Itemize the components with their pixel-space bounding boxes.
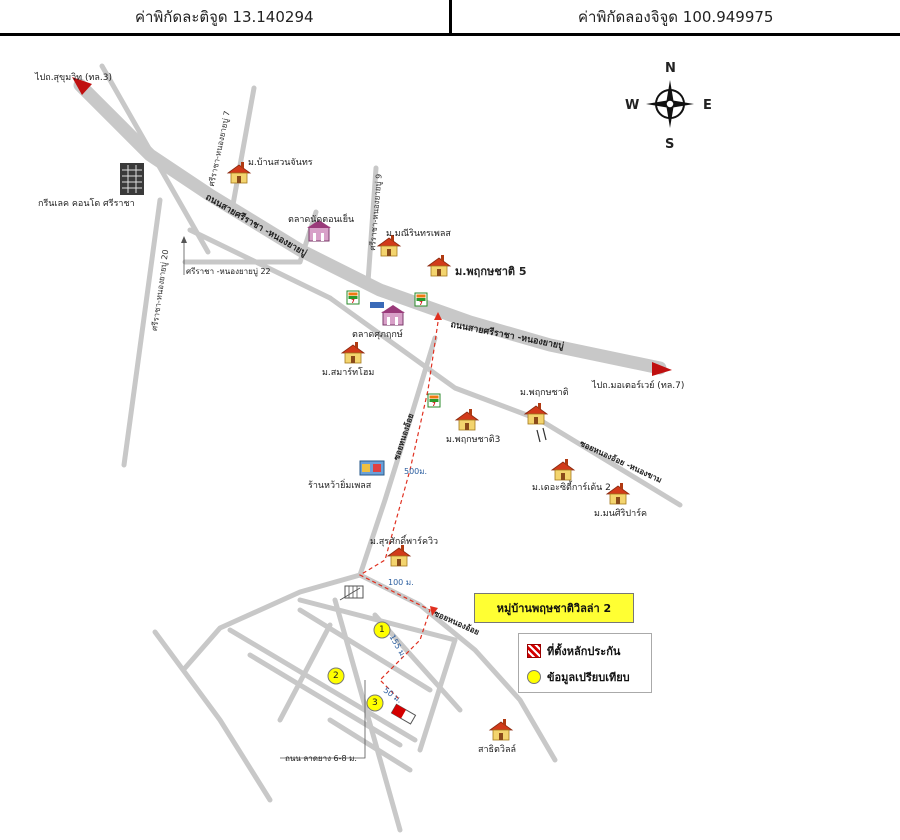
compass-w: W [625, 98, 640, 113]
distance-100-label: 100 ม. [388, 578, 414, 587]
sarasak-label: ม.สุรศักดิ์พาร์ควิว [370, 537, 439, 547]
compass-n: N [665, 61, 676, 76]
comparable-marker-2 [327, 667, 345, 685]
legend-collateral: ที่ตั้งหลักประกัน [527, 642, 620, 660]
monthong-label: ม.มณีรินทรเพลส [386, 229, 451, 239]
seven-eleven-icon [346, 290, 360, 306]
to-sukhumvit-label: ไปถ.สุขุมวิท (ทล.3) [35, 73, 113, 83]
house-icon [455, 408, 479, 431]
sarisit-label: สาธิตวิลล์ [478, 745, 516, 755]
comparable-marker-3 [366, 694, 384, 712]
house-icon [227, 161, 251, 184]
market-2-label: ตลาดศุภฤกษ์ [352, 330, 403, 340]
soi-22-label: ศรีราชา -หนองยายบู่ 22 [186, 267, 271, 276]
map-canvas: 7 [72, 63, 694, 833]
house-icon [524, 402, 548, 425]
seven-eleven-icon [427, 393, 441, 409]
project-name-box: หมู่บ้านพฤษชาติวิลล่า 2 [474, 593, 634, 623]
marker-2-label: 2 [333, 671, 339, 681]
house-icon [341, 341, 365, 364]
latitude-label: ค่าพิกัดละติจูด 13.140294 [0, 0, 452, 33]
shop-icon [359, 460, 385, 476]
compass-e: E [703, 98, 712, 113]
legend-collateral-label: ที่ตั้งหลักประกัน [547, 645, 621, 658]
condo-building-icon [120, 163, 144, 195]
coordinate-header: ค่าพิกัดละติจูด 13.140294 ค่าพิกัดลองจิจ… [0, 0, 900, 36]
city-garden-label: ม.เดอะซิตี้การ์เด้น 2 [532, 483, 611, 493]
road-width-label: ถนน ลาดยาง 6-8 ม. [285, 754, 357, 763]
pruksa3-label: ม.พฤกษชาติ3 [446, 435, 501, 445]
legend-comparable-label: ข้อมูลเปรียบเทียบ [547, 671, 630, 684]
pruksa-label: ม.พฤกษชาติ [520, 388, 569, 398]
marker-3-label: 3 [372, 698, 378, 708]
comparable-marker-1 [373, 621, 391, 639]
compass-icon [646, 80, 694, 128]
location-map: 7 [0, 40, 900, 840]
longitude-label: ค่าพิกัดลองจิจูด 100.949975 [578, 7, 774, 26]
market-icon [307, 220, 331, 242]
legend-comparable: ข้อมูลเปรียบเทียบ [527, 668, 630, 686]
comparable-swatch-icon [527, 670, 541, 684]
collateral-plot [390, 703, 417, 725]
seven-eleven-icon [414, 292, 428, 308]
collateral-swatch-icon [527, 644, 541, 658]
distance-500-label: 500ม. [404, 467, 428, 476]
baan-suan-label: ม.บ้านสวนจันทร [248, 158, 313, 168]
monsiri-label: ม.มนศิริปาร์ค [594, 509, 648, 519]
smart-home-label: ม.สมาร์ทโฮม [322, 368, 375, 378]
marker-1-label: 1 [379, 625, 385, 635]
shop-label: ร้านหว้ายิ่มเพลส [308, 481, 372, 491]
green-condo-label: กรีนเลค คอนโด ศรีราชา [38, 199, 135, 209]
house-icon [489, 718, 513, 741]
compass-s: S [665, 137, 675, 152]
market-icon [381, 305, 405, 326]
house-icon [427, 254, 451, 277]
house-icon [551, 458, 575, 481]
map-legend: ที่ตั้งหลักประกัน ข้อมูลเปรียบเทียบ [518, 633, 652, 693]
house-icon [387, 544, 411, 567]
project-name: หมู่บ้านพฤษชาติวิลล่า 2 [496, 602, 612, 615]
bank-icon [370, 302, 384, 308]
to-motorway-label: ไปถ.มอเตอร์เวย์ (ทล.7) [592, 381, 685, 391]
market-1-label: ตลาดนัดตอนเย็น [288, 215, 355, 225]
pruksa5-label: ม.พฤกษชาติ 5 [455, 265, 527, 278]
